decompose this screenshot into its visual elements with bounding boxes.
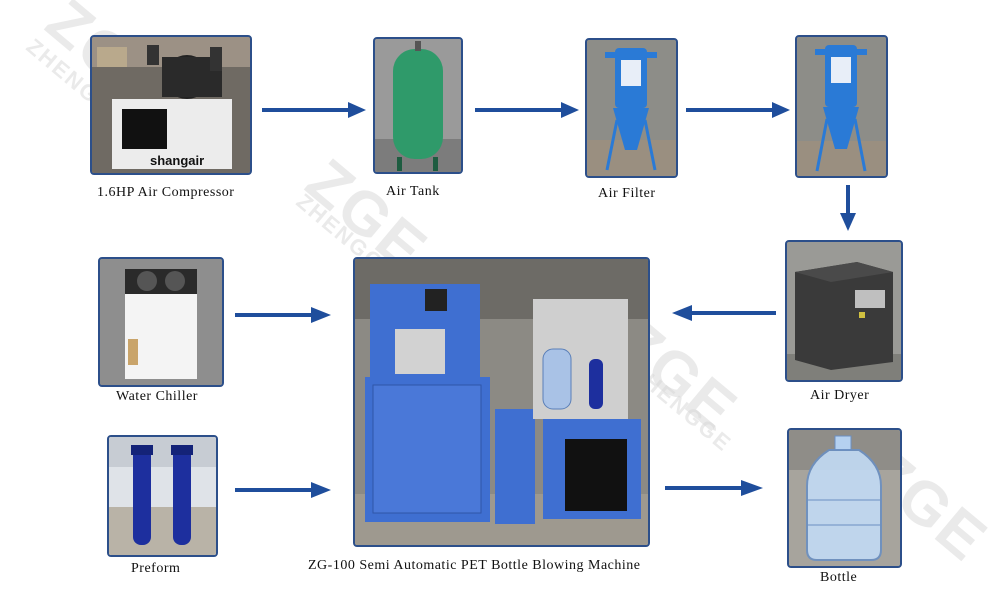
arrow-filter-to-dryer bbox=[840, 185, 856, 231]
air-filter-image bbox=[585, 38, 678, 178]
air-tank-image bbox=[373, 37, 463, 174]
preform-label: Preform bbox=[131, 561, 181, 576]
air-tank-label: Air Tank bbox=[386, 184, 440, 199]
arrow-filter-to-filter bbox=[686, 102, 790, 118]
air-filter-second-image bbox=[795, 35, 888, 178]
air-compressor-label: 1.6HP Air Compressor bbox=[97, 185, 235, 200]
arrow-compressor-to-tank bbox=[262, 102, 366, 118]
preform-image bbox=[107, 435, 218, 557]
water-chiller-label: Water Chiller bbox=[116, 389, 198, 404]
arrow-tank-to-filter bbox=[475, 102, 579, 118]
bottle-image bbox=[787, 428, 902, 568]
blowing-machine-image bbox=[353, 257, 650, 547]
arrow-machine-to-bottle bbox=[665, 480, 763, 496]
compressor-brand-text: shangair bbox=[150, 153, 204, 168]
arrow-chiller-to-machine bbox=[235, 307, 331, 323]
air-compressor-image: shangair bbox=[90, 35, 252, 175]
air-filter-label: Air Filter bbox=[598, 186, 656, 201]
arrow-preform-to-machine bbox=[235, 482, 331, 498]
arrow-dryer-to-machine bbox=[672, 305, 776, 321]
air-dryer-label: Air Dryer bbox=[810, 388, 870, 403]
air-dryer-image bbox=[785, 240, 903, 382]
water-chiller-image bbox=[98, 257, 224, 387]
blowing-machine-label: ZG-100 Semi Automatic PET Bottle Blowing… bbox=[308, 558, 641, 573]
bottle-label: Bottle bbox=[820, 570, 858, 585]
